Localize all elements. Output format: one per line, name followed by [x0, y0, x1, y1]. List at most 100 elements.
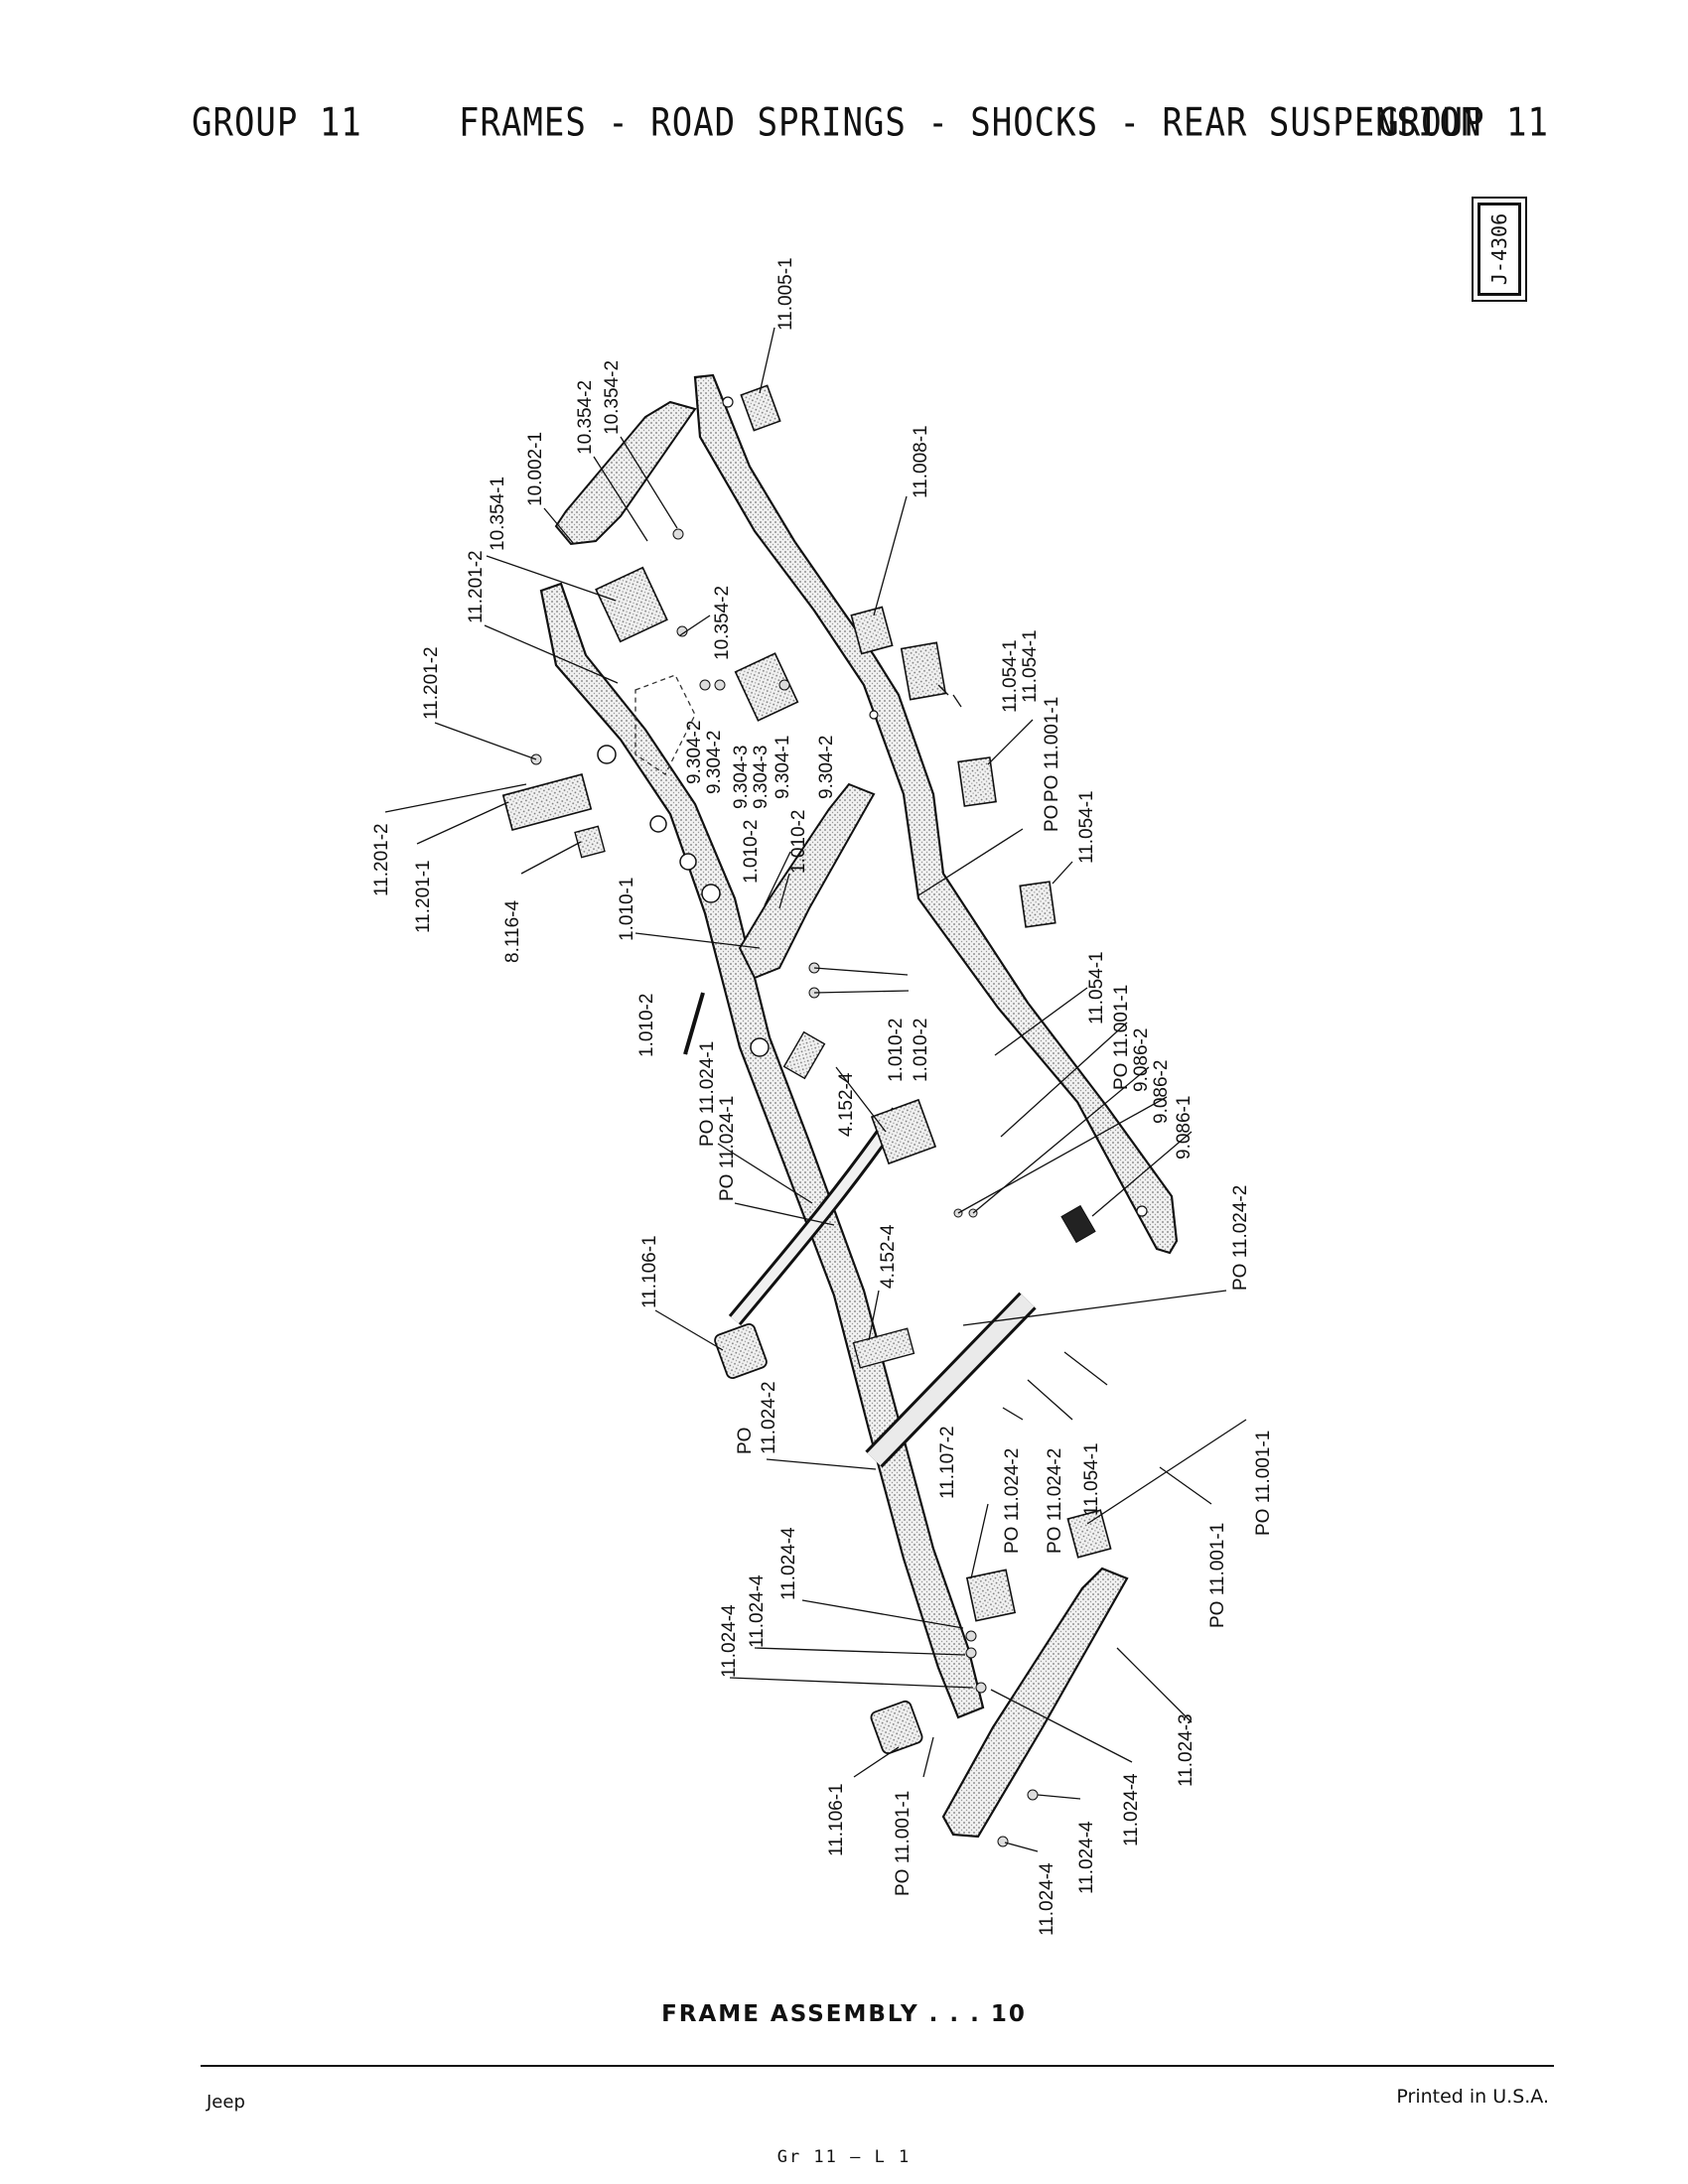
callout-1-010-2: 1.010-2 [886, 1019, 907, 1082]
group-label-left: GROUP 11 [192, 100, 362, 146]
motor-mount-11-106-1-b [870, 1700, 923, 1755]
steering-shield-outline [634, 674, 696, 775]
bracket-11-054-1-b [957, 756, 997, 807]
footer-rule [201, 2065, 1554, 2067]
bolt [965, 1630, 977, 1642]
leader-lines [384, 327, 1247, 1852]
callout-1-010-2: 1.010-2 [788, 810, 809, 874]
callout-11-054-1: 11.054-1 [1000, 639, 1021, 713]
callout-11-024-4: 11.024-4 [719, 1604, 740, 1678]
bracket-4-152-4-b [852, 1327, 915, 1369]
callout-9-304-2: 9.304-2 [704, 731, 725, 794]
callout-po-11-001-1: PO 11.001-1 [893, 1791, 914, 1896]
callout-11-024-4: 11.024-4 [747, 1574, 768, 1648]
callout-po-11-024-2: PO 11.024-2 [1002, 1448, 1023, 1554]
bolt [975, 1682, 987, 1694]
callout-9-304-2: 9.304-2 [816, 736, 837, 799]
rear-cross-beam [941, 1567, 1129, 1839]
callout-10-354-2: 10.354-2 [575, 380, 596, 455]
right-frame-rail [693, 373, 1179, 1255]
rubber-bumper-11-024-2 [1060, 1204, 1096, 1244]
callout-11-024-4: 11.024-4 [778, 1527, 799, 1600]
bolt [1027, 1789, 1039, 1801]
callout-11-024-4: 11.024-4 [1076, 1821, 1097, 1894]
callout-9-304-3: 9.304-3 [731, 746, 752, 809]
page-title: FRAMES - ROAD SPRINGS - SHOCKS - REAR SU… [459, 100, 1482, 146]
bracket-11-107-2 [965, 1569, 1017, 1622]
callout-10-354-2: 10.354-2 [602, 360, 623, 435]
bracket-11-054-1-c [1019, 881, 1056, 928]
footer-brand: Jeep [207, 2092, 245, 2113]
bracket-8-116-4 [574, 825, 606, 859]
callout-8-116-4: 8.116-4 [502, 900, 523, 963]
callout-11-201-1: 11.201-1 [413, 860, 434, 933]
callout-11-024-3: 11.024-3 [1176, 1713, 1196, 1787]
callout-4-152-4: 4.152-4 [878, 1224, 899, 1289]
printed-note: Printed in U.S.A. [1396, 2086, 1549, 2108]
callout-11-024-4: 11.024-4 [1037, 1862, 1057, 1936]
bolt [714, 679, 726, 691]
callout-11-106-1: 11.106-1 [639, 1235, 660, 1308]
bolt [965, 1647, 977, 1659]
bolt [699, 679, 711, 691]
callout-po: PO [735, 1428, 756, 1454]
callout-11-201-2: 11.201-2 [421, 646, 442, 720]
motor-mount-11-106-1-a [714, 1322, 768, 1380]
page-reference: Gr 11 – L 1 [776, 2147, 912, 2167]
bracket-4-152-4-a [782, 1030, 826, 1080]
callout-po-11-024-2: PO 11.024-2 [1045, 1448, 1065, 1554]
steering-gear-mount [595, 566, 668, 643]
callout-11-054-1: 11.054-1 [1020, 629, 1041, 703]
callout-11-024-4: 11.024-4 [1121, 1773, 1142, 1846]
callout-10-002-1: 10.002-1 [525, 432, 546, 506]
callout-11-054-1: 11.054-1 [1076, 790, 1097, 864]
callout-9-304-3: 9.304-3 [751, 746, 772, 809]
callout-po-11-001-1: PO 11.001-1 [1042, 697, 1062, 802]
callout-labels: 11.005-1 10.354-2 10.354-2 10.002-1 10.3… [371, 257, 1274, 1936]
bolt [997, 1836, 1009, 1847]
callout-11-106-1: 11.106-1 [826, 1783, 847, 1856]
callout-9-304-1: 9.304-1 [773, 736, 793, 799]
callout-po-11-001-1: PO 11.001-1 [1207, 1523, 1228, 1628]
bracket-11-054-1-a [900, 641, 947, 701]
rear-left-bracket [1066, 1509, 1112, 1559]
group-label-right: GROUP 11 [1378, 100, 1549, 146]
callout-10-354-2: 10.354-2 [712, 586, 733, 660]
spring-hanger-11-201-1 [501, 773, 593, 831]
bracket-11-008-1 [850, 606, 894, 655]
callout-po-11-001-1: PO 11.001-1 [1253, 1431, 1274, 1536]
callout-4-152-4: 4.152-4 [836, 1072, 857, 1137]
callout-11-008-1: 11.008-1 [911, 425, 931, 498]
callout-9-304-2: 9.304-2 [684, 721, 705, 784]
front-bracket-11-005-1 [740, 384, 781, 432]
plate-id-box: J-4306 [1472, 197, 1527, 302]
front-cross-member [554, 400, 697, 546]
callout-11-024-2: 11.024-2 [759, 1381, 779, 1454]
callout-9-086-1: 9.086-1 [1174, 1096, 1195, 1160]
callout-po-11-024-1: PO 11.024-1 [697, 1041, 718, 1147]
callout-1-010-2: 1.010-2 [741, 820, 762, 884]
callout-11-201-2: 11.201-2 [371, 823, 392, 896]
left-frame-rail [539, 582, 985, 1719]
callout-11-005-1: 11.005-1 [775, 257, 796, 331]
callout-10-354-1: 10.354-1 [488, 477, 508, 551]
callout-1-010-1: 1.010-1 [617, 878, 637, 941]
callout-11-201-2: 11.201-2 [466, 550, 487, 623]
callout-1-010-2: 1.010-2 [636, 994, 657, 1057]
callout-11-107-2: 11.107-2 [937, 1426, 958, 1499]
callout-po-11-024-1: PO 11.024-1 [717, 1096, 738, 1201]
callout-po-11-001-1: PO 11.001-1 [1111, 985, 1132, 1090]
bolt [778, 679, 790, 691]
callout-9-086-2: 9.086-2 [1131, 1028, 1152, 1092]
center-cross-member [738, 782, 876, 980]
k-member-mount [870, 1098, 937, 1165]
callout-9-086-2: 9.086-2 [1151, 1060, 1172, 1124]
bolt [672, 528, 684, 540]
callout-1-010-2: 1.010-2 [911, 1019, 931, 1082]
callout-11-054-1: 11.054-1 [1081, 1442, 1102, 1516]
callout-po: PO [1042, 805, 1062, 832]
figure-caption: FRAME ASSEMBLY . . . 10 [661, 2001, 1027, 2027]
callout-11-054-1: 11.054-1 [1086, 951, 1107, 1024]
idler-mount [734, 652, 799, 722]
